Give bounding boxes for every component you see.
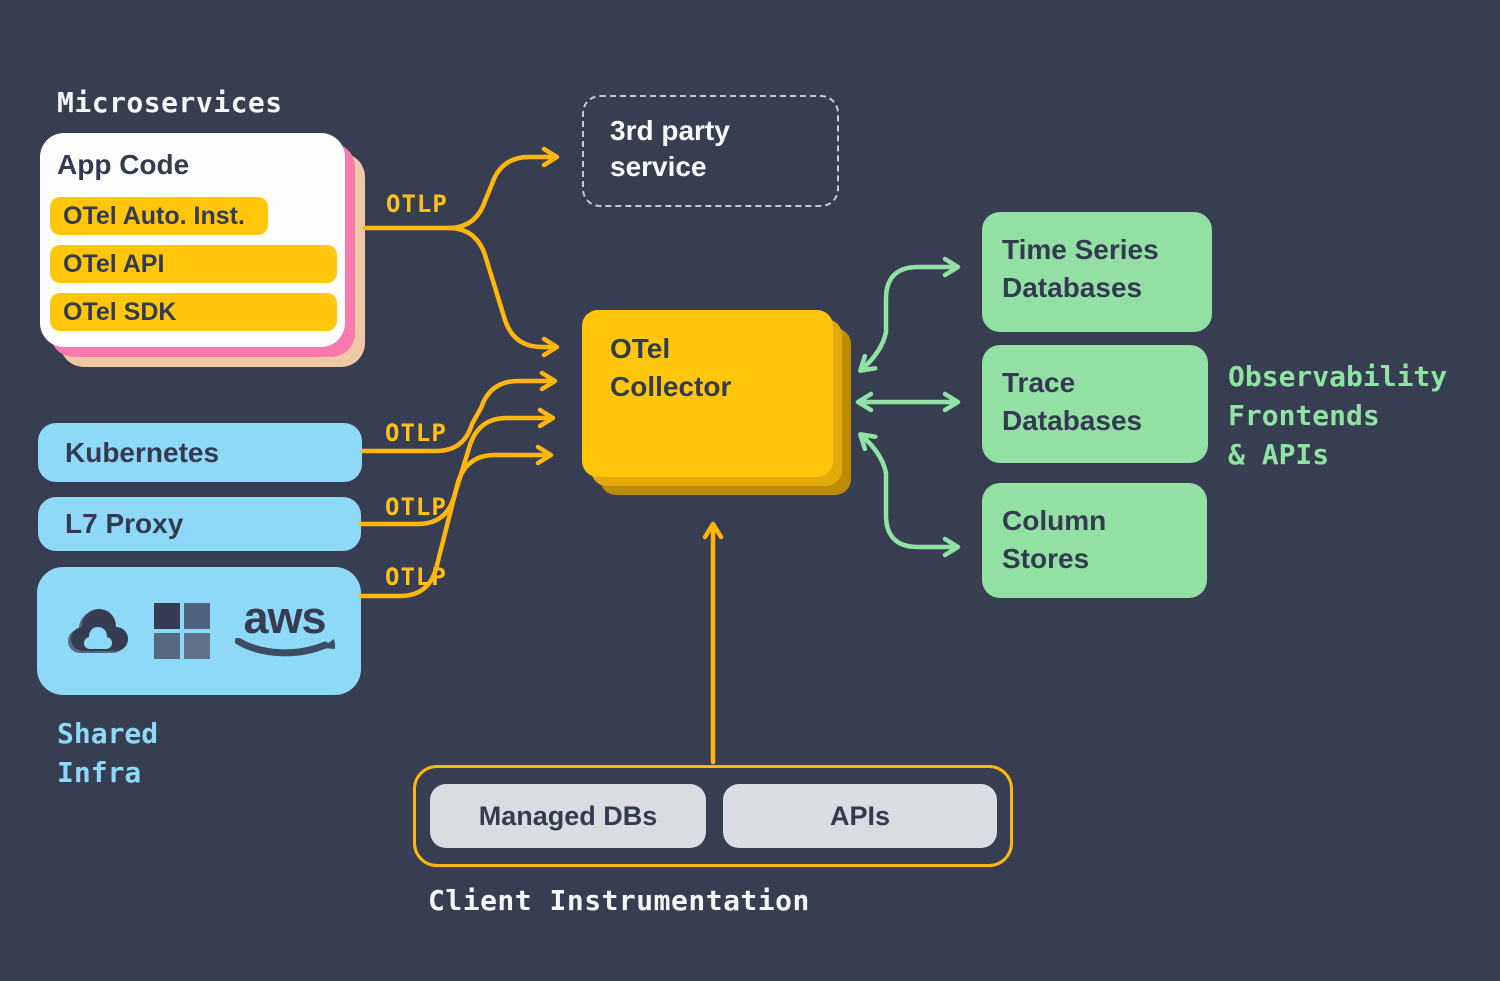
microservices-card: App Code OTel Auto. Inst. OTel API OTel …: [40, 133, 365, 367]
otel-collector-box: OTel Collector: [582, 310, 851, 495]
shared-infra-label: Shared Infra: [57, 717, 159, 789]
pill-otel-auto-inst: OTel Auto. Inst.: [50, 197, 268, 235]
pill-otel-api: OTel API: [50, 245, 337, 283]
apis-box: APIs: [723, 784, 997, 848]
pill-otel-sdk: OTel SDK: [50, 293, 337, 331]
collector-main: OTel Collector: [582, 310, 833, 477]
third-party-service-box: 3rd party service: [582, 95, 839, 207]
arrow-microservices-to-collector: [445, 225, 560, 358]
time-series-databases-box: Time Series Databases: [982, 212, 1212, 332]
client-instrumentation-label: Client Instrumentation: [428, 884, 810, 917]
kubernetes-box: Kubernetes: [38, 423, 362, 482]
aws-icon: aws: [234, 592, 335, 660]
google-cloud-icon: [67, 609, 128, 653]
column-stores-box: Column Stores: [982, 483, 1207, 598]
l7-proxy-box: L7 Proxy: [38, 497, 361, 551]
shared-infra-box: aws: [37, 567, 361, 695]
third-party-service-label: 3rd party service: [610, 115, 730, 182]
microsoft-icon: [153, 602, 210, 659]
client-instrumentation-box: Managed DBs APIs: [413, 765, 1013, 867]
arrow-collector-column: [857, 432, 961, 558]
otlp-label-microservices: OTLP: [386, 190, 448, 218]
arrow-collector-time-series: [857, 256, 961, 373]
trace-databases-box: Trace Databases: [982, 345, 1208, 463]
otlp-label-shared-infra: OTLP: [385, 563, 447, 591]
aws-logo-text: aws: [243, 592, 326, 643]
otlp-label-l7-proxy: OTLP: [385, 493, 447, 521]
app-code-title: App Code: [57, 149, 190, 180]
otel-collector-label: OTel Collector: [610, 333, 732, 402]
managed-dbs-box: Managed DBs: [430, 784, 706, 848]
microservices-section-label: Microservices: [57, 86, 283, 119]
l7-proxy-label: L7 Proxy: [65, 508, 184, 539]
otlp-label-kubernetes: OTLP: [385, 419, 447, 447]
observability-frontends-label: Observability Frontends & APIs: [1228, 360, 1448, 471]
aws-smile-icon: [234, 638, 335, 657]
kubernetes-label: Kubernetes: [65, 436, 220, 468]
app-code-card: App Code OTel Auto. Inst. OTel API OTel …: [40, 133, 345, 347]
